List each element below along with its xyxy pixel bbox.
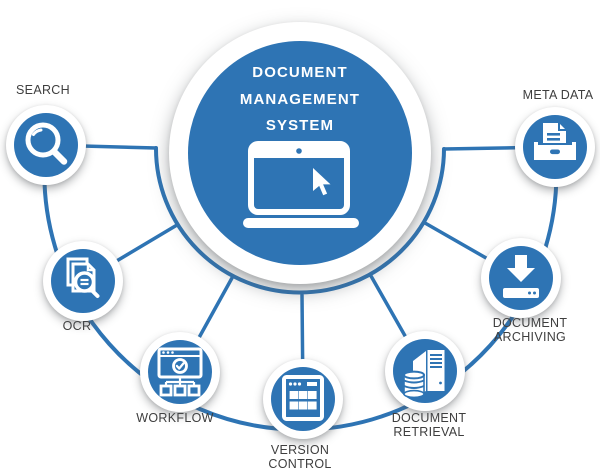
workflow-disc (148, 340, 212, 404)
label-workflow: WORKFLOW (136, 411, 214, 425)
label-document-retrieval: DOCUMENT RETRIEVAL (369, 411, 489, 439)
ocr-disc (51, 249, 115, 313)
window-grid-icon (282, 375, 324, 421)
label-document-archiving: DOCUMENT ARCHIVING (470, 316, 590, 344)
label-document-archiving-line1: DOCUMENT (492, 316, 568, 330)
cursor-arrow (313, 168, 331, 196)
version-control-disc (271, 367, 335, 431)
document-inbox-tray-icon (534, 123, 576, 160)
download-drive-icon (503, 255, 539, 298)
center-title-line1: DOCUMENT (252, 64, 348, 81)
magnifying-glass-icon (25, 122, 68, 165)
document-magnifier-icon (66, 257, 100, 298)
node-version-control (263, 359, 343, 439)
document-retrieval-disc (393, 339, 457, 403)
node-workflow (140, 332, 220, 412)
server-database-icon (403, 350, 445, 399)
label-meta-data: META DATA (522, 88, 594, 102)
node-document-archiving (481, 238, 561, 318)
node-search (6, 105, 86, 185)
node-meta-data (515, 107, 595, 187)
label-search: SEARCH (16, 83, 70, 97)
center-title-line3: SYSTEM (265, 117, 335, 134)
label-version-control: VERSION CONTROL (268, 443, 332, 471)
label-ocr: OCR (62, 319, 92, 333)
label-document-archiving-line2: ARCHIVING (493, 329, 567, 344)
node-ocr (43, 241, 123, 321)
webcam-dot (296, 148, 302, 154)
inner-ring-arc (153, 146, 446, 295)
document-archiving-disc (489, 246, 553, 310)
meta-data-disc (523, 115, 587, 179)
window-checkmark-flowchart-icon (157, 347, 203, 397)
center-title-line2: MANAGEMENT (239, 90, 361, 108)
node-document-retrieval (385, 331, 465, 411)
center-title: DOCUMENT MANAGEMENT SYSTEM (188, 60, 412, 140)
laptop-cursor-icon (243, 141, 359, 228)
search-disc (14, 113, 78, 177)
laptop-base (243, 218, 359, 228)
label-document-retrieval-line2: RETRIEVAL (393, 424, 465, 439)
label-document-retrieval-line1: DOCUMENT (391, 411, 467, 425)
